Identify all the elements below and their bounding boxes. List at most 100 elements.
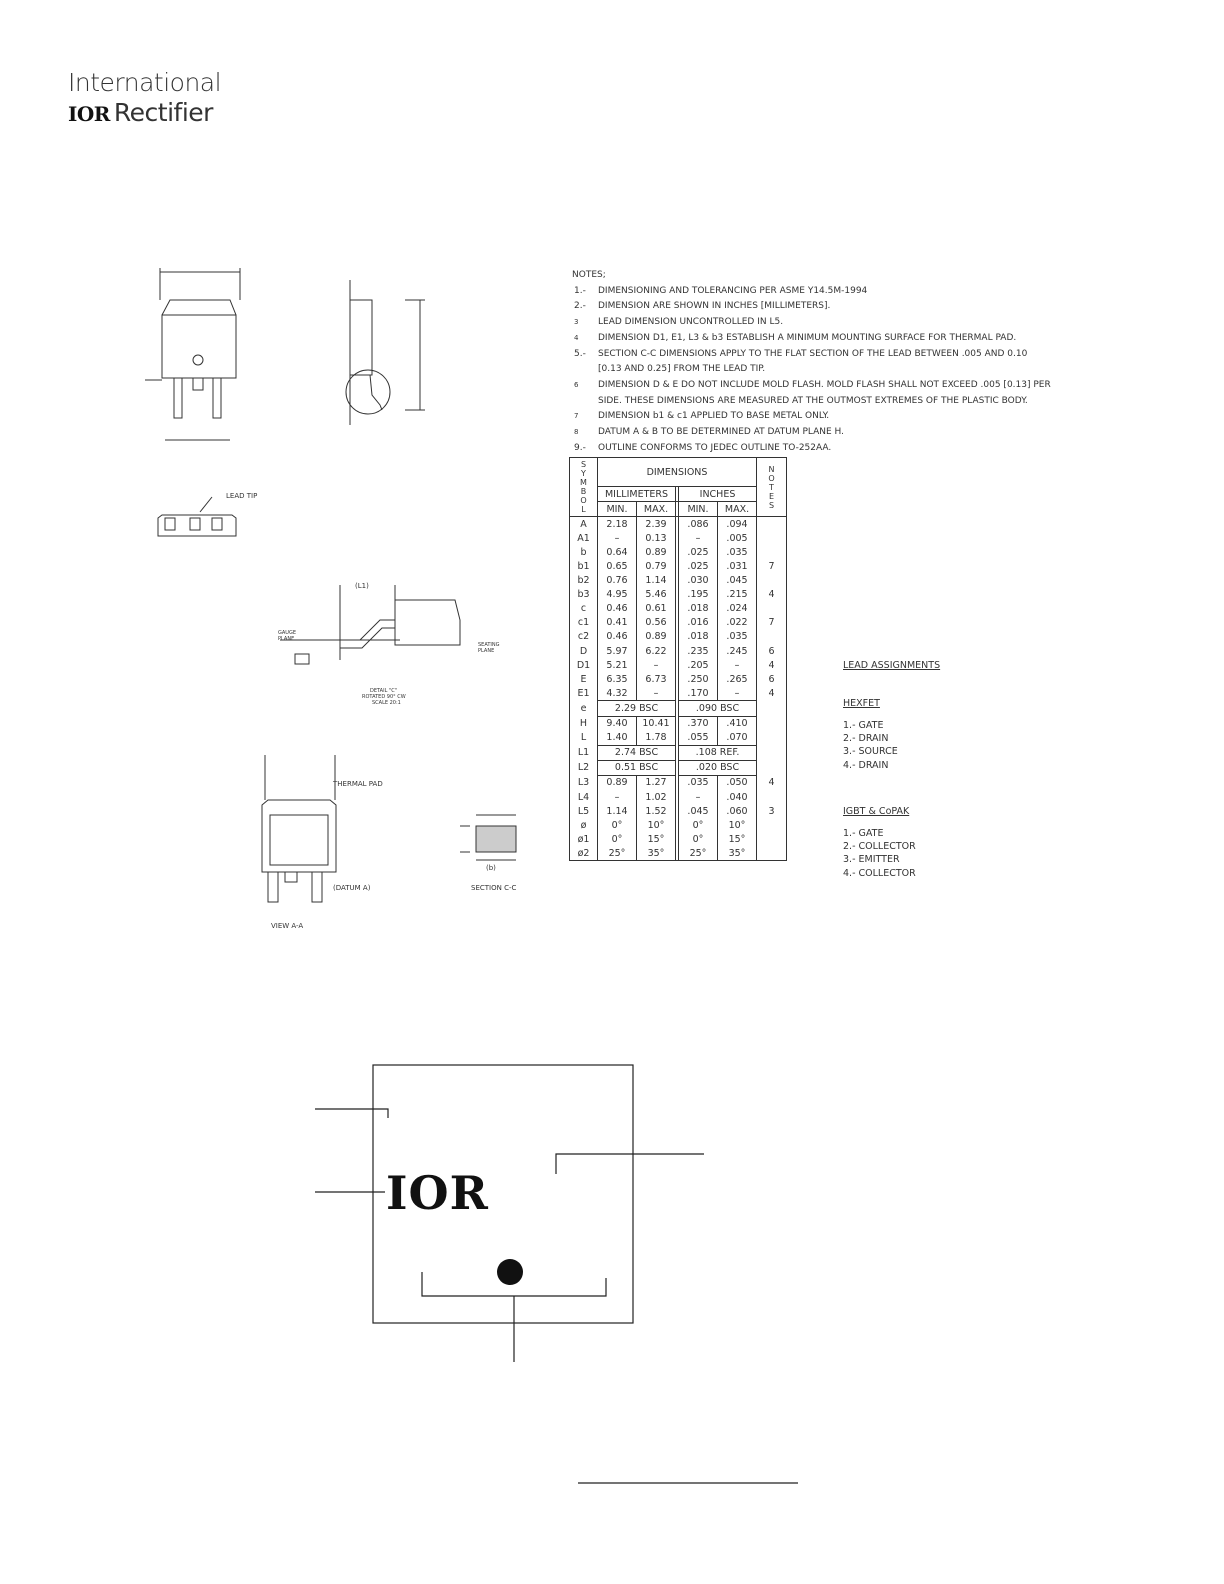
table-cell: A <box>569 516 598 532</box>
in-min-header: MIN. <box>678 501 718 518</box>
table-cell: .016 <box>678 615 718 630</box>
part-marking-diagram <box>315 1064 798 1484</box>
table-cell: 3 <box>756 804 787 819</box>
dimensions-header: DIMENSIONS <box>597 457 757 487</box>
table-cell: 0.61 <box>636 601 676 616</box>
warning-triangle-icon: 7 <box>574 412 579 421</box>
table-cell: 0.64 <box>597 545 637 560</box>
note-item: 5.-SECTION C-C DIMENSIONS APPLY TO THE F… <box>572 347 1051 363</box>
notes-title: NOTES; <box>572 270 606 280</box>
igbt-pin: 2.- COLLECTOR <box>843 841 916 853</box>
note-text: DIMENSION D1, E1, L3 & b3 ESTABLISH A MI… <box>598 332 1017 343</box>
table-cell: 5.97 <box>597 644 637 659</box>
dimensions-table: S Y M B O L DIMENSIONS N O T E S MILLIME… <box>569 456 787 862</box>
table-cell: 0.56 <box>636 615 676 630</box>
table-cell: H <box>569 716 598 731</box>
table-cell: 4 <box>756 587 787 602</box>
table-cell: 6.35 <box>597 672 637 687</box>
igbt-list: 1.- GATE 2.- COLLECTOR 3.- EMITTER 4.- C… <box>843 827 916 880</box>
l1-label: (L1) <box>355 582 369 590</box>
table-cell: L2 <box>569 760 598 776</box>
notes-block: NOTES; 1.- DIMENSIONING AND TOLERANCING P… <box>570 268 1051 456</box>
table-cell: .086 <box>678 516 718 532</box>
table-cell: 4 <box>756 686 787 701</box>
table-cell: 6 <box>756 644 787 659</box>
leader-line <box>555 1153 704 1174</box>
notes-header: N O T E S <box>756 456 787 518</box>
hexfet-title: HEXFET <box>843 698 880 709</box>
table-row: A1–0.13–.005 <box>569 531 787 546</box>
table-cell: L <box>569 730 598 746</box>
package-outline-drawings <box>145 268 517 903</box>
table-cell: 4.95 <box>597 587 637 602</box>
table-cell: L3 <box>569 775 598 790</box>
table-cell <box>756 545 787 560</box>
note-number: 1.- <box>574 285 586 296</box>
table-cell: .035 <box>717 629 757 645</box>
table-cell: 5.46 <box>636 587 676 602</box>
hexfet-pin: 4.- DRAIN <box>843 759 889 771</box>
table-cell: 0° <box>597 832 637 847</box>
rotated-label: ROTATED 90° CW <box>362 694 406 700</box>
table-cell: .020 BSC <box>678 759 757 776</box>
table-cell: .235 <box>678 644 718 659</box>
table-cell: ø2 <box>569 846 598 861</box>
table-cell: .265 <box>717 672 757 687</box>
table-cell: 4 <box>756 775 787 790</box>
note-number: 2.- <box>574 301 586 312</box>
table-cell: .108 REF. <box>678 744 757 761</box>
table-cell: e <box>569 700 598 716</box>
note-text: DIMENSIONING AND TOLERANCING PER ASME Y1… <box>598 285 868 296</box>
gauge-plane-label: GAUGE PLANE <box>278 630 296 642</box>
note-item: 2.-DIMENSION ARE SHOWN IN INCHES [MILLIM… <box>572 299 1051 315</box>
table-cell: – <box>636 658 676 673</box>
table-cell: E <box>569 672 598 687</box>
table-cell: .050 <box>717 775 757 790</box>
table-cell <box>756 730 787 746</box>
view-aa-drawing <box>261 755 337 903</box>
table-cell: 0° <box>678 818 718 833</box>
table-cell: 35° <box>717 846 757 861</box>
table-cell: 2.39 <box>636 516 676 532</box>
warning-triangle-icon: 6 <box>574 380 579 389</box>
table-cell: b <box>569 545 598 560</box>
table-cell: c <box>569 601 598 616</box>
note-text: DATUM A & B TO BE DETERMINED AT DATUM PL… <box>598 427 845 438</box>
table-cell: .035 <box>717 545 757 560</box>
warning-triangle-icon: 4 <box>574 333 579 342</box>
thermal-pad-label: THERMAL PAD <box>333 780 383 788</box>
warning-triangle-icon: 8 <box>574 428 579 437</box>
detail-c-label: DETAIL "C" <box>370 688 398 694</box>
table-cell: 0.13 <box>636 531 676 546</box>
table-cell: c2 <box>569 629 598 645</box>
side-view-drawing <box>345 280 425 425</box>
table-cell: 6 <box>756 672 787 687</box>
table-cell: 0.46 <box>597 629 637 645</box>
table-cell <box>756 700 787 716</box>
table-cell: 1.78 <box>636 730 676 746</box>
note-item: 6 DIMENSION D & E DO NOT INCLUDE MOLD FLA… <box>572 378 1051 394</box>
hexfet-list: 1.- GATE 2.- DRAIN 3.- SOURCE 4.- DRAIN <box>843 719 898 772</box>
note-text-continued: SIDE. THESE DIMENSIONS ARE MEASURED AT T… <box>598 395 1028 406</box>
table-cell <box>756 745 787 761</box>
table-cell: .250 <box>678 672 718 687</box>
table-cell: .055 <box>678 730 718 746</box>
table-cell: 0.41 <box>597 615 637 630</box>
note-text: DIMENSION D & E DO NOT INCLUDE MOLD FLAS… <box>598 379 1051 390</box>
table-cell: 1.40 <box>597 730 637 746</box>
ior-marking-logo: IOR <box>386 1166 489 1220</box>
datum-a-label: (DATUM A) <box>333 884 371 892</box>
table-cell: 2.29 BSC <box>597 700 676 717</box>
table-cell <box>756 573 787 588</box>
table-cell: 0.51 BSC <box>597 759 676 776</box>
table-cell: 1.14 <box>597 804 637 819</box>
